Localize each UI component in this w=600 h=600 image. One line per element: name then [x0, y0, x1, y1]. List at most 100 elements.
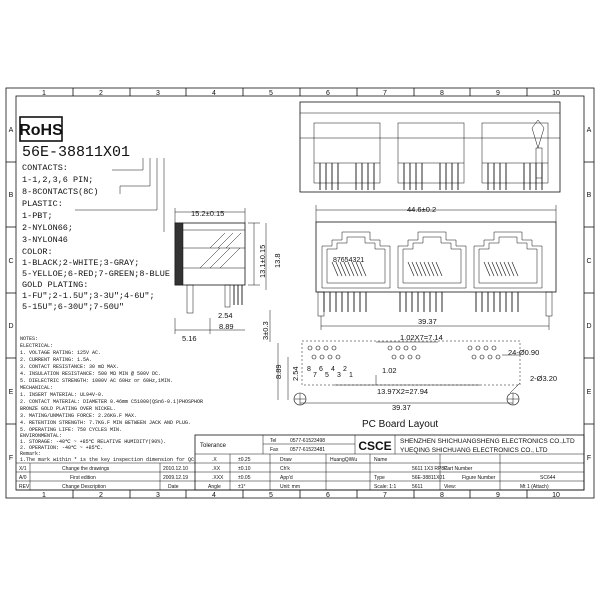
dim-pcb-pitch-bottom: 13.97X2=27.94	[377, 387, 428, 396]
pcb-pin-label: 6	[319, 366, 323, 373]
tel-value: 0577-61523498	[290, 438, 325, 444]
note-line: 4. INSULATION RESISTANCE: 500 MΩ MIN @ 5…	[20, 371, 161, 377]
note-line: 4. RETENTION STRENGTH: 7.7KG.F MIN BETWE…	[20, 420, 191, 426]
col-label: 7	[383, 90, 387, 97]
unit-label: Unit: mm	[280, 484, 300, 490]
row-label: A	[587, 127, 592, 134]
part-code: 56E-38811X01	[22, 144, 130, 161]
dim-side-3-3: 3±0.3	[261, 321, 270, 340]
rohs-badge	[19, 116, 63, 142]
rev-desc: Change Description	[62, 484, 106, 490]
dim-pcb-8-89: 8.89	[274, 364, 283, 379]
name-value: 5611 1X3 RP8C	[412, 466, 448, 472]
row-label: D	[8, 323, 13, 330]
front-view-dims	[315, 205, 557, 330]
figure-value: SC644	[540, 475, 556, 481]
notes-block: NOTES: ELECTRICAL: 1. VOLTAGE RATING: 12…	[20, 336, 203, 463]
approval-rows: Draw HuangQiWu Ch'k App'd Unit: mm Name …	[280, 457, 556, 490]
note-line: 2. CONTACT MATERIAL: DIAMETER 0.46mm C51…	[20, 399, 203, 405]
col-label: 10	[552, 492, 560, 499]
note-line: 1.The mark within * is the key inspectio…	[20, 457, 194, 463]
appd-label: App'd	[280, 475, 293, 481]
tol-key: .XXX	[212, 475, 224, 481]
view-label: View:	[444, 484, 456, 490]
note-line: 1. VOLTAGE RATING: 125V AC.	[20, 350, 101, 356]
fax-label: Fax	[270, 447, 279, 453]
dim-side-8-89: 8.89	[219, 322, 234, 331]
pcb-pin-label: 5	[325, 372, 329, 379]
rev-date: 2010.12.10	[163, 466, 188, 472]
tol-value: ±0.05	[238, 475, 251, 481]
col-label: 9	[496, 90, 500, 97]
note-line: 3. CONTACT RESISTANCE: 30 mΩ MAX.	[20, 364, 119, 370]
pcb-pin-label: 3	[337, 372, 341, 379]
col-label: 5	[269, 492, 273, 499]
draw-label: Draw	[280, 457, 292, 463]
name-label: Name	[374, 457, 388, 463]
col-label: 8	[440, 90, 444, 97]
column-labels-bottom: 1 2 3 4 5 6 7 8 9 10	[42, 490, 560, 499]
tolerance-rows: .X ±0.25 .XX ±0.10 .XXX ±0.05 Angle ±1°	[208, 457, 251, 490]
row-label: E	[9, 389, 14, 396]
pcb-pin-label: 1	[349, 372, 353, 379]
note-line: 2. CURRENT RATING: 1.5A.	[20, 357, 92, 363]
row-labels: A B C D E F A B C D E F	[6, 127, 594, 462]
col-label: 6	[326, 90, 330, 97]
rev-id: X/1	[19, 466, 27, 472]
rev-desc: Change the drawings	[62, 466, 110, 472]
note-line: NOTES:	[20, 336, 38, 342]
row-label: D	[586, 323, 591, 330]
row-label: B	[9, 192, 14, 199]
side-view-dims	[174, 208, 271, 342]
row-label: E	[587, 389, 592, 396]
note-line: 1. STORAGE: -40℃ ~ +85℃ RELATIVE HUMIDIT…	[20, 439, 166, 445]
pcb-pin-label: 2	[343, 366, 347, 373]
row-label: F	[9, 455, 13, 462]
draw-value: HuangQiWu	[330, 457, 357, 463]
fax-value: 0577-61523481	[290, 447, 325, 453]
check-label: Ch'k	[280, 466, 290, 472]
pcb-pin-labels: 8 7 6 5 4 3 2 1	[307, 366, 353, 379]
title-block	[16, 434, 585, 491]
note-line: 3. MATING/UNMATING FORCE: 2.26KG.F MAX.	[20, 413, 137, 419]
dim-side-height-b: 13.8	[273, 253, 282, 268]
col-label: 10	[552, 90, 560, 97]
col-label: 1	[42, 492, 46, 499]
rev-date: 2009.12.19	[163, 475, 188, 481]
note-line: 5. OPERATING LIFE: 750 CYCLES MIN.	[20, 427, 122, 433]
front-pin-numbers: 87654321	[333, 257, 364, 264]
sheet-label: Mt 1 (Attach)	[520, 484, 549, 490]
column-labels-top: 1 2 3 4 5 6 7 8 9 10	[42, 88, 560, 97]
dim-pcb-39-37: 39.37	[392, 403, 411, 412]
pcb-dims	[277, 341, 521, 404]
dim-pcb-1-02: 1.02	[382, 366, 397, 375]
col-label: 5	[269, 90, 273, 97]
rev-desc: First edition	[70, 475, 96, 481]
figure-label: Figure Number	[462, 475, 496, 481]
part-code-leaders	[75, 158, 165, 232]
row-label: C	[586, 258, 591, 265]
rev-id: REV	[19, 484, 30, 490]
tol-key: .XX	[212, 466, 221, 472]
row-label: B	[587, 192, 592, 199]
col-label: 1	[42, 90, 46, 97]
tolerance-label: Tolerance	[200, 443, 227, 449]
company-name-1: SHENZHEN SHICHUANGSHENG ELECTRONICS CO.,…	[400, 438, 575, 445]
col-label: 2	[99, 492, 103, 499]
spec-line: 1-PBT;	[22, 211, 53, 221]
dim-side-width: 15.2±0.15	[191, 209, 224, 218]
note-line: 2. OPERATION: -40℃ ~ +85℃.	[20, 445, 103, 451]
note-line: Remark:	[20, 451, 41, 457]
col-label: 4	[212, 492, 216, 499]
col-label: 3	[156, 492, 160, 499]
note-line: ENVIRONMENTAL:	[20, 433, 62, 439]
top-view	[299, 101, 561, 193]
spec-lines: CONTACTS: 1-1,2,3,6 PIN; 8-8CONTACTS(8C)…	[22, 163, 170, 312]
note-line: BRONZE GOLD PLATING OVER NICKEL.	[20, 406, 116, 412]
pcb-title: PC Board Layout	[362, 419, 438, 430]
note-line: 5. DIELECTRIC STRENGTH: 1000V AC 60Hz or…	[20, 378, 173, 384]
spec-line: 3-NYLON46	[22, 235, 68, 245]
spec-line: 1-BLACK;2-WHITE;3-GRAY;	[22, 258, 139, 268]
